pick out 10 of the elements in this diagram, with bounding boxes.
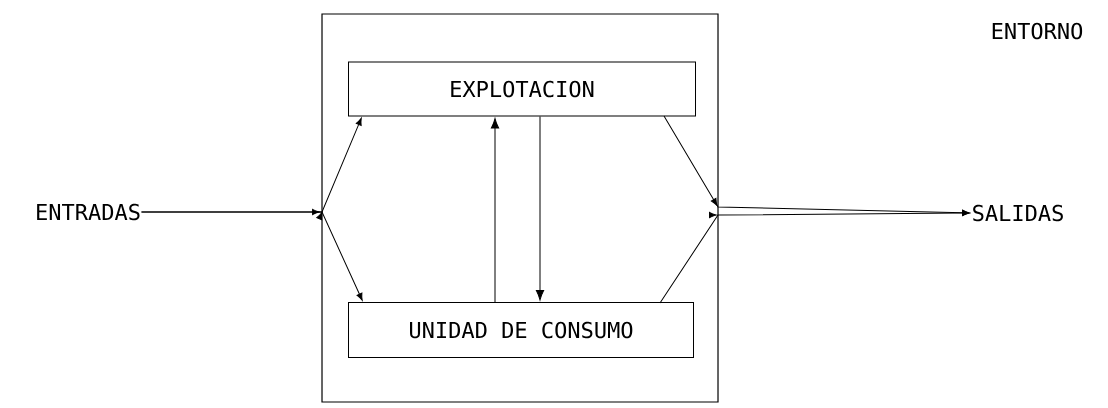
system-box — [321, 13, 719, 403]
arrow — [490, 118, 500, 303]
process-box: UNIDAD DE CONSUMO — [348, 302, 694, 358]
arrow — [535, 116, 545, 301]
label: ENTORNO — [992, 22, 1083, 40]
input-label: ENTRADAS — [37, 203, 140, 221]
arrow — [141, 208, 363, 301]
arrow — [659, 209, 970, 304]
output-label: SALIDAS — [973, 204, 1063, 222]
process-box: EXPLOTACION — [348, 61, 696, 117]
